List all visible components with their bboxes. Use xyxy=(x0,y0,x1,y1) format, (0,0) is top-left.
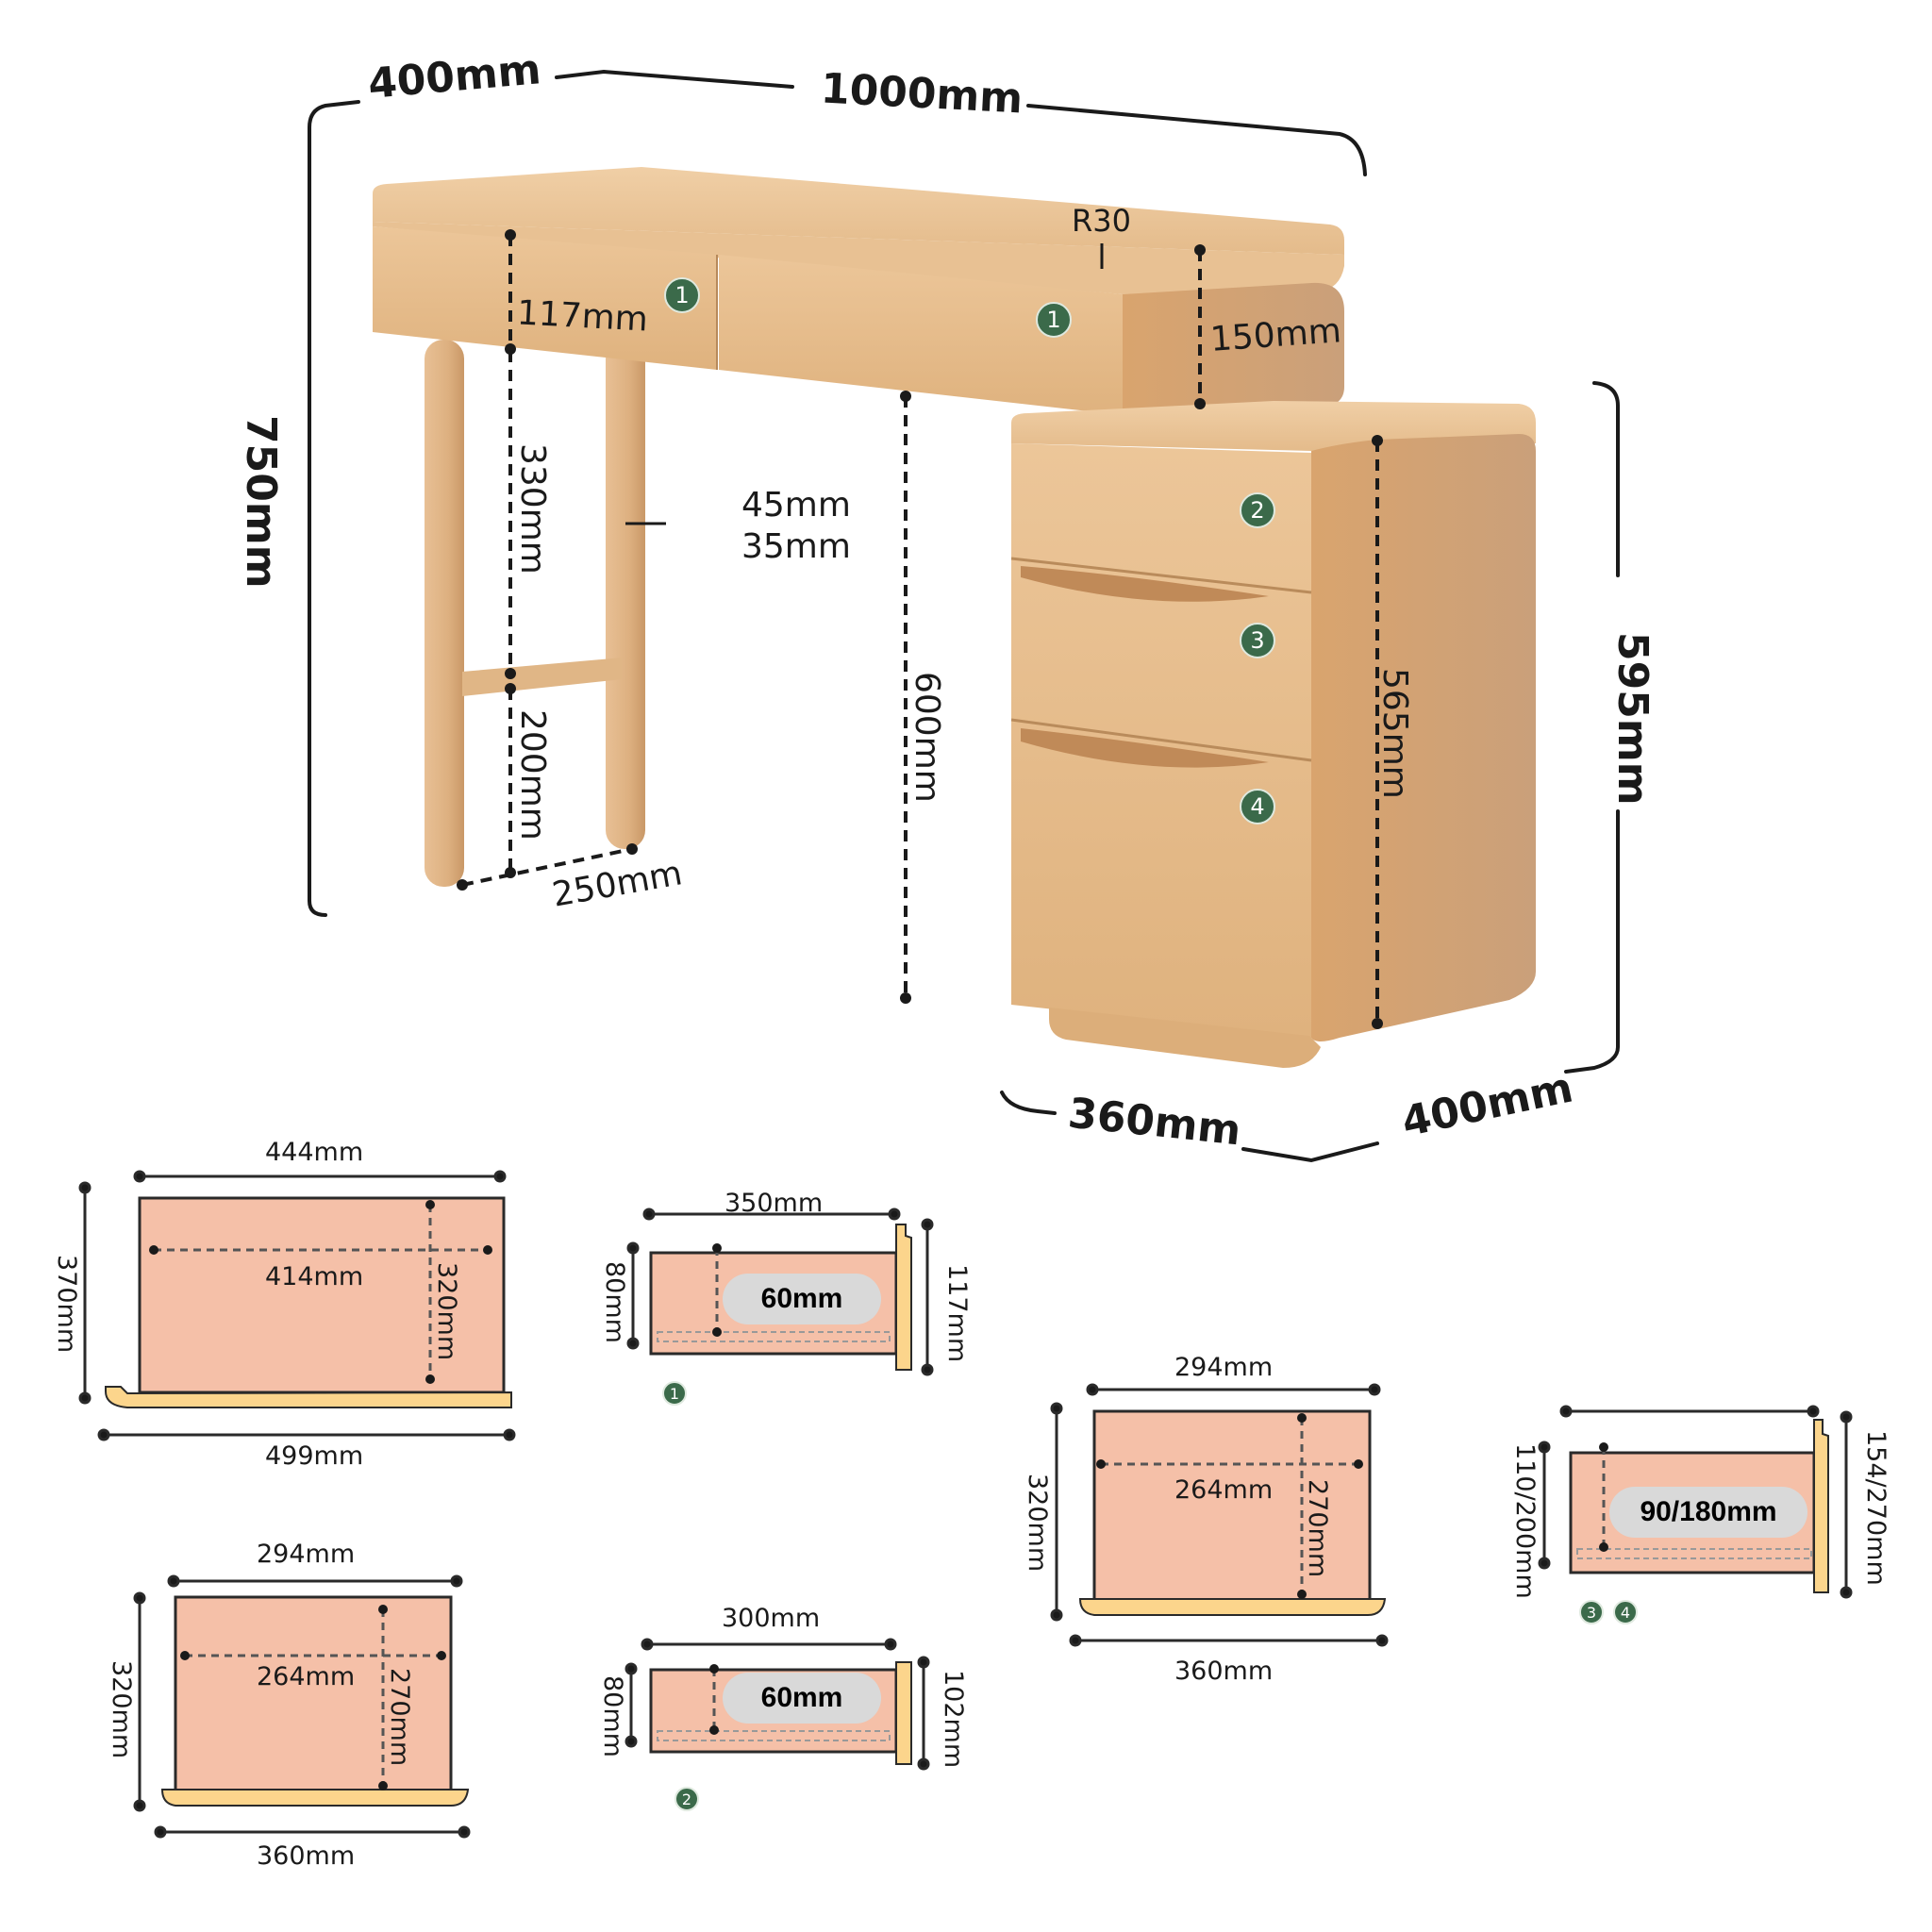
diagB-badge: 1 xyxy=(662,1381,687,1406)
diagF-inner-height-pill: 60mm xyxy=(723,1673,881,1724)
diagE-outer-depth: 320mm xyxy=(107,1660,136,1759)
diagF-badge: 2 xyxy=(675,1787,699,1811)
diagC-inner-depth: 270mm xyxy=(1303,1479,1332,1578)
diagE-inner-width: 264mm xyxy=(257,1662,356,1691)
desk-drawer-height-label: 117mm xyxy=(516,293,649,340)
diagram-desk-wide-top xyxy=(78,1170,516,1441)
right-drawer-height-label: 150mm xyxy=(1208,311,1343,359)
diagF-side-height: 80mm xyxy=(598,1675,627,1757)
drawer-badge-2: 2 xyxy=(1240,492,1275,528)
diagC-outer-width: 294mm xyxy=(1174,1353,1274,1382)
knee-clearance-label: 600mm xyxy=(908,672,946,803)
diagB-length: 350mm xyxy=(724,1189,824,1218)
diagF-front-height: 102mm xyxy=(939,1670,968,1769)
diagA-inner-depth: 320mm xyxy=(432,1262,461,1361)
diagC-inner-width: 264mm xyxy=(1174,1475,1274,1505)
diagA-front-width: 499mm xyxy=(265,1441,364,1471)
overall-dimension-lines xyxy=(308,69,1620,1163)
drawer-badge-4: 4 xyxy=(1240,789,1275,824)
leg-size-1-label: 45mm xyxy=(741,486,851,525)
diagA-outer-width: 444mm xyxy=(265,1138,364,1167)
diagC-outer-depth: 320mm xyxy=(1023,1474,1052,1573)
diagE-outer-width: 294mm xyxy=(257,1540,356,1569)
desk-legs xyxy=(425,340,645,887)
drawer-badge-3: 3 xyxy=(1240,623,1275,658)
diagB-inner-height-pill: 60mm xyxy=(723,1274,881,1324)
diagE-inner-depth: 270mm xyxy=(385,1668,414,1767)
diagB-front-height: 117mm xyxy=(942,1264,972,1363)
overall-height-label: 750mm xyxy=(237,415,285,589)
dashed-dimensions xyxy=(461,235,1379,1024)
diagF-length: 300mm xyxy=(722,1604,821,1633)
cabinet-outer-height-label: 595mm xyxy=(1608,632,1657,806)
corner-radius-label: R30 xyxy=(1072,203,1131,239)
diagD-front-height: 154/270mm xyxy=(1861,1430,1890,1586)
diagD-side-height: 110/200mm xyxy=(1510,1443,1540,1599)
diagram-cabinet-top-b xyxy=(133,1574,471,1839)
drawer-badge-1-left: 1 xyxy=(664,277,700,313)
cabinet-inner-height-label: 565mm xyxy=(1375,668,1414,799)
drawer-badge-1-right: 1 xyxy=(1036,302,1072,338)
cabinet xyxy=(1010,401,1536,1068)
diagE-front-width: 360mm xyxy=(257,1841,356,1871)
leg-size-2-label: 35mm xyxy=(741,527,851,566)
leg-lower-label: 200mm xyxy=(513,709,552,841)
desktop xyxy=(373,167,1344,417)
diagA-outer-depth: 370mm xyxy=(52,1255,81,1354)
diagA-inner-width: 414mm xyxy=(265,1262,364,1291)
leg-upper-label: 330mm xyxy=(513,443,552,575)
diagram-drawer-34-side xyxy=(1538,1405,1853,1599)
overall-width-label: 1000mm xyxy=(819,64,1024,124)
diagB-side-height: 80mm xyxy=(600,1261,629,1343)
dimension-dots xyxy=(457,229,1383,1029)
tick-marks xyxy=(625,243,1104,525)
diagD-badge-3: 3 xyxy=(1579,1600,1604,1624)
diagD-badge-4: 4 xyxy=(1613,1600,1638,1624)
diagram-cabinet-top-a xyxy=(1050,1383,1389,1647)
diagD-inner-height-pill: 90/180mm xyxy=(1609,1487,1807,1538)
diagC-front-width: 360mm xyxy=(1174,1657,1274,1686)
